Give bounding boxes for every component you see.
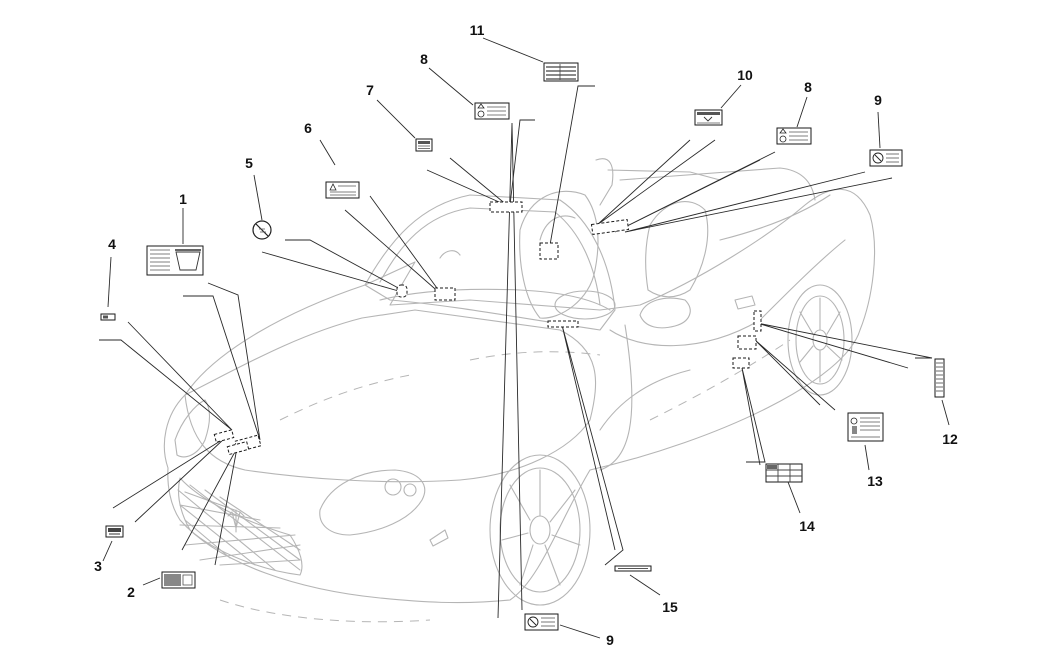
car-seat-right	[644, 201, 709, 298]
car-side-mirror	[639, 297, 691, 329]
callout-1: 1	[179, 191, 187, 207]
callout-11: 11	[470, 22, 485, 38]
callout-2: 2	[127, 584, 135, 600]
label-10-thumbnail	[694, 109, 723, 126]
position-3-4	[213, 429, 235, 443]
position-13	[737, 335, 757, 350]
car-steering-wheel	[554, 290, 616, 320]
no-entry-icon	[252, 220, 272, 240]
position-10-8-9	[590, 218, 630, 236]
label-14-thumbnail	[765, 463, 803, 483]
label-9-thumbnail-lower	[524, 613, 559, 631]
position-7-8	[489, 201, 523, 213]
headlight-left	[174, 399, 211, 458]
trident-badge	[227, 509, 245, 533]
label-9-thumbnail-upper	[869, 149, 903, 167]
callout-10: 10	[737, 67, 753, 83]
car-seat-left	[519, 190, 599, 319]
label-15-thumbnail	[614, 565, 652, 572]
position-2	[226, 440, 250, 456]
callout-8-right: 8	[804, 79, 812, 95]
leader-lines	[99, 37, 950, 639]
label-11-thumbnail	[543, 62, 579, 82]
callout-7: 7	[366, 82, 374, 98]
label-8-thumbnail-left	[474, 102, 510, 120]
callout-8-left: 8	[420, 51, 428, 67]
callout-5: 5	[245, 155, 253, 171]
car-windscreen	[364, 194, 616, 331]
car-outline	[163, 158, 875, 623]
callout-3: 3	[94, 558, 102, 574]
label-8-thumbnail-right	[776, 127, 812, 145]
car-hood-line	[184, 309, 597, 483]
headlight-right	[319, 469, 426, 536]
position-14	[732, 357, 750, 369]
callout-15: 15	[662, 599, 678, 615]
callout-12: 12	[942, 431, 958, 447]
position-6	[434, 287, 456, 301]
callout-6: 6	[304, 120, 312, 136]
warning-circle-icon	[477, 103, 485, 109]
label-positions	[213, 201, 762, 456]
label-4-thumbnail	[100, 313, 116, 321]
car-grille	[177, 477, 303, 576]
position-15	[547, 320, 579, 328]
label-7-thumbnail	[415, 138, 433, 152]
position-12	[753, 310, 762, 332]
label-6-thumbnail	[325, 181, 360, 199]
front-wheel	[489, 454, 591, 606]
position-11	[539, 242, 559, 260]
callout-9-upper: 9	[874, 92, 882, 108]
car-body-outline	[163, 188, 875, 604]
label-3-thumbnail	[105, 525, 124, 538]
label-2-thumbnail	[161, 571, 196, 589]
label-1-thumbnail	[146, 245, 204, 276]
callout-numbers: 1 2 3 4 5 6 7 8 11 10 8 9 12 13 14 15 9	[94, 22, 958, 648]
callout-9-lower: 9	[606, 632, 614, 648]
callout-4: 4	[108, 236, 116, 252]
callout-14: 14	[799, 518, 815, 534]
rear-wheel	[787, 284, 853, 396]
label-12-thumbnail	[934, 358, 945, 398]
position-5	[396, 284, 408, 298]
warning-triangle-icon	[329, 183, 337, 191]
label-13-thumbnail	[847, 412, 884, 442]
callout-13: 13	[867, 473, 883, 489]
